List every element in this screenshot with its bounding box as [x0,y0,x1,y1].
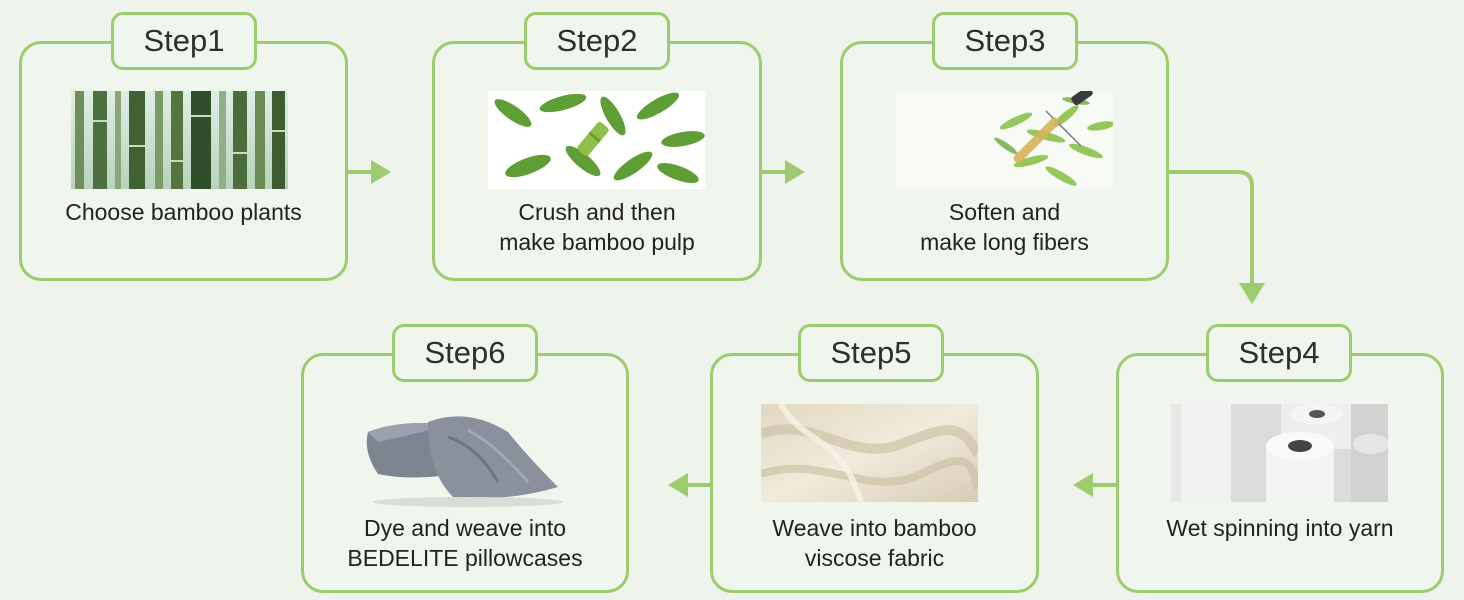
step4-caption: Wet spinning into yarn [1116,513,1444,543]
arrowhead-5 [668,473,688,497]
arrowhead-3 [1239,283,1265,304]
step2-tab: Step2 [524,12,670,70]
step3-caption-line1: Soften and [948,199,1061,225]
gray-pillowcase-image [358,402,575,510]
step6-caption-line2: BEDELITE pillowcases [347,545,583,571]
step5-caption-line2: viscose fabric [804,545,945,571]
step4-tab: Step4 [1206,324,1352,382]
arrow-step3-to-step4 [1168,170,1254,288]
step1-caption-line1: Choose bamboo plants [65,199,302,225]
step3-caption-line2: make long fibers [920,229,1089,255]
step2-caption: Crush and then make bamboo pulp [432,197,762,257]
bamboo-forest-image [71,91,288,189]
step6-caption: Dye and weave into BEDELITE pillowcases [301,513,629,573]
dropper-plant-image [896,91,1113,189]
step3-caption: Soften and make long fibers [840,197,1169,257]
step5-caption: Weave into bamboo viscose fabric [710,513,1039,573]
step1-caption: Choose bamboo plants [19,197,348,227]
step2-caption-line2: make bamboo pulp [499,229,695,255]
step6-caption-line1: Dye and weave into [363,515,566,541]
arrowhead-4 [1073,473,1093,497]
step5-tab: Step5 [798,324,944,382]
step6-tab: Step6 [392,324,538,382]
step2-caption-line1: Crush and then [518,199,676,225]
step3-tab: Step3 [932,12,1078,70]
step4-caption-line1: Wet spinning into yarn [1166,515,1394,541]
arrowhead-2 [785,160,805,184]
step5-caption-line1: Weave into bamboo [772,515,977,541]
cream-fabric-image [761,404,978,502]
bamboo-leaves-image [488,91,705,189]
arrowhead-1 [371,160,391,184]
yarn-spools-image [1171,404,1388,502]
step1-tab: Step1 [111,12,257,70]
